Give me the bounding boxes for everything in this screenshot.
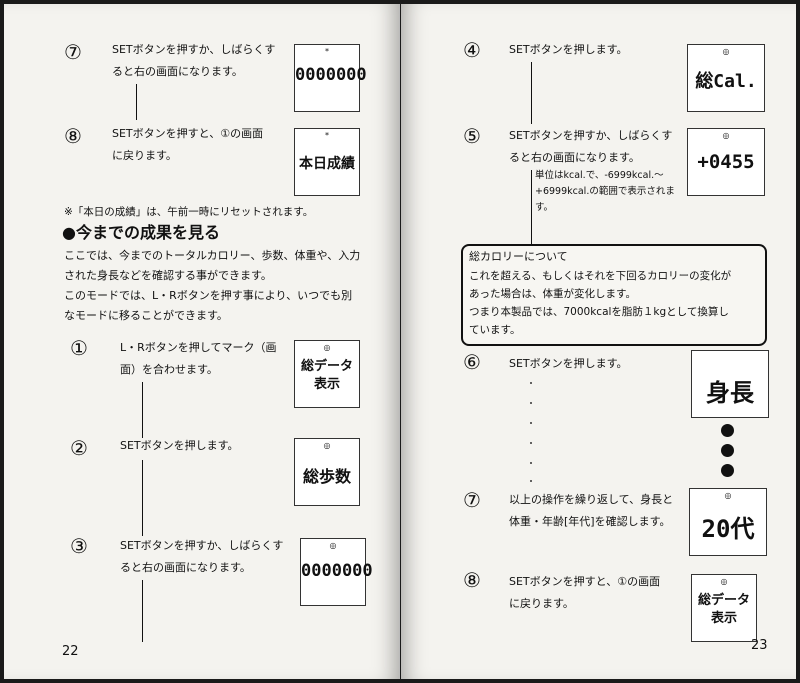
intro-line-3: このモードでは、L・Rボタンを押す事により、いつでも別 <box>64 289 353 302</box>
calorie-info-line-3: つまり本製品では、7000kcalを脂肪１kgとして換算し <box>469 306 729 318</box>
lcd-text-line2: 表示 <box>710 611 737 626</box>
lcd-mark: * <box>325 47 329 56</box>
step-6-text-line1: SETボタンを押します。 <box>509 357 628 370</box>
section-heading: ●今までの成果を見る <box>62 223 220 242</box>
calorie-info-line-1: これを超える、もしくはそれを下回るカロリーの変化が <box>469 270 732 282</box>
step-3-text-line1: SETボタンを押すか、しばらくす <box>120 539 284 552</box>
continuation-dot <box>721 444 734 457</box>
connector-line <box>142 382 143 438</box>
lcd-display-step8: * 本日成績 <box>294 128 360 196</box>
lcd-display-step3: ◎ 0000000 <box>300 538 373 606</box>
lcd-mark: ◎ <box>329 541 337 550</box>
step-3-number: ③ <box>70 534 88 558</box>
lcd-mark: ◎ <box>724 491 732 500</box>
step-4-number: ④ <box>463 38 481 62</box>
lcd-text: 身長 <box>706 379 754 407</box>
step-8-text-line1: SETボタンを押すと、①の画面 <box>112 127 264 140</box>
lcd-text-line1: 総データ <box>697 593 750 608</box>
step-1-number: ① <box>70 336 88 360</box>
manual-spread: ⑦ SETボタンを押すか、しばらくす ると右の画面になります。 * 000000… <box>4 4 796 679</box>
lcd-text: 0000000 <box>301 561 373 581</box>
lcd-text: +0455 <box>697 151 755 173</box>
lcd-mark: ◎ <box>720 577 728 586</box>
step-3-text-line2: ると右の画面になります。 <box>120 561 251 574</box>
dotted-connector <box>530 480 532 482</box>
step-8-number: ⑧ <box>463 568 481 592</box>
continuation-dot <box>721 464 734 477</box>
calorie-info-title: 総カロリーについて <box>469 250 568 263</box>
lcd-mark: ◎ <box>722 47 730 56</box>
calorie-info-box: 総カロリーについて これを超える、もしくはそれを下回るカロリーの変化が あった場… <box>461 244 767 346</box>
step-5-sub-line1: 単位はkcal.で、-6999kcal.～ <box>535 170 664 181</box>
page-number: 23 <box>751 638 768 653</box>
lcd-text: 0000000 <box>295 65 367 85</box>
step-7-text-line1: 以上の操作を繰り返して、身長と <box>509 493 674 506</box>
lcd-display-step7: ◎ 20代 <box>689 488 767 556</box>
lcd-text: 総歩数 <box>302 467 351 486</box>
dotted-connector <box>530 422 532 424</box>
reset-note: ※「本日の成績」は、午前一時にリセットされます。 <box>64 206 314 218</box>
step-5-text-line2: ると右の画面になります。 <box>509 151 640 164</box>
lcd-mark: ◎ <box>722 131 730 140</box>
lcd-display-step4: ◎ 総Cal. <box>687 44 765 112</box>
intro-line-1: ここでは、今までのトータルカロリー、歩数、体重や、入力 <box>64 249 361 262</box>
lcd-display-step6: 身長 <box>691 350 769 418</box>
lcd-text: 本日成績 <box>299 156 355 172</box>
step-1-text-line2: 面）を合わせます。 <box>120 363 218 376</box>
step-1-text-line1: L・Rボタンを押してマーク（画 <box>120 341 277 354</box>
step-2-text-line1: SETボタンを押します。 <box>120 439 239 452</box>
step-8-text-line2: に戻ります。 <box>509 597 574 610</box>
lcd-mark: ◎ <box>323 343 331 352</box>
right-page: ④ SETボタンを押します。 ◎ 総Cal. ⑤ SETボタンを押すか、しばらく… <box>401 4 796 679</box>
dotted-connector <box>530 402 532 404</box>
step-7-text-line2: 体重・年齢[年代]を確認します。 <box>509 515 671 528</box>
dotted-connector <box>530 382 532 384</box>
lcd-display-step5: ◎ +0455 <box>687 128 765 196</box>
calorie-info-line-4: ています。 <box>469 324 521 336</box>
dotted-connector <box>530 442 532 444</box>
continuation-dot <box>721 424 734 437</box>
step-8-text-line2: に戻ります。 <box>112 149 177 162</box>
lcd-mark: ◎ <box>323 441 331 450</box>
step-8-number: ⑧ <box>64 124 82 148</box>
lcd-display-step1: ◎ 総データ 表示 <box>294 340 360 408</box>
connector-line <box>142 460 143 536</box>
step-7-text-line2: ると右の画面になります。 <box>112 65 243 78</box>
dotted-connector <box>530 462 532 464</box>
step-5-number: ⑤ <box>463 124 481 148</box>
step-7-number: ⑦ <box>463 488 481 512</box>
lcd-text: 20代 <box>701 515 755 543</box>
step-5-text-line1: SETボタンを押すか、しばらくす <box>509 129 673 142</box>
lcd-text-line2: 表示 <box>313 377 340 392</box>
lcd-display-step8: ◎ 総データ 表示 <box>691 574 757 642</box>
connector-line <box>531 62 532 124</box>
left-page: ⑦ SETボタンを押すか、しばらくす ると右の画面になります。 * 000000… <box>4 4 400 679</box>
page-number: 22 <box>62 644 79 659</box>
step-2-number: ② <box>70 436 88 460</box>
step-5-sub-line3: す。 <box>535 202 554 213</box>
step-4-text-line1: SETボタンを押します。 <box>509 43 628 56</box>
lcd-mark: * <box>325 131 329 140</box>
connector-line <box>531 170 532 246</box>
lcd-text: 総Cal. <box>695 71 757 92</box>
connector-line <box>142 580 143 642</box>
step-5-sub-line2: +6999kcal.の範囲で表示されま <box>535 186 675 197</box>
step-6-number: ⑥ <box>463 350 481 374</box>
calorie-info-line-2: あった場合は、体重が変化します。 <box>469 288 636 300</box>
lcd-display-step2: ◎ 総歩数 <box>294 438 360 506</box>
intro-line-2: された身長などを確認する事ができます。 <box>64 269 272 282</box>
intro-line-4: なモードに移ることができます。 <box>64 309 228 322</box>
connector-line <box>136 84 137 120</box>
lcd-display-step7: * 0000000 <box>294 44 367 112</box>
lcd-text-line1: 総データ <box>300 359 353 374</box>
step-7-number: ⑦ <box>64 40 82 64</box>
step-8-text-line1: SETボタンを押すと、①の画面 <box>509 575 661 588</box>
step-7-text-line1: SETボタンを押すか、しばらくす <box>112 43 276 56</box>
